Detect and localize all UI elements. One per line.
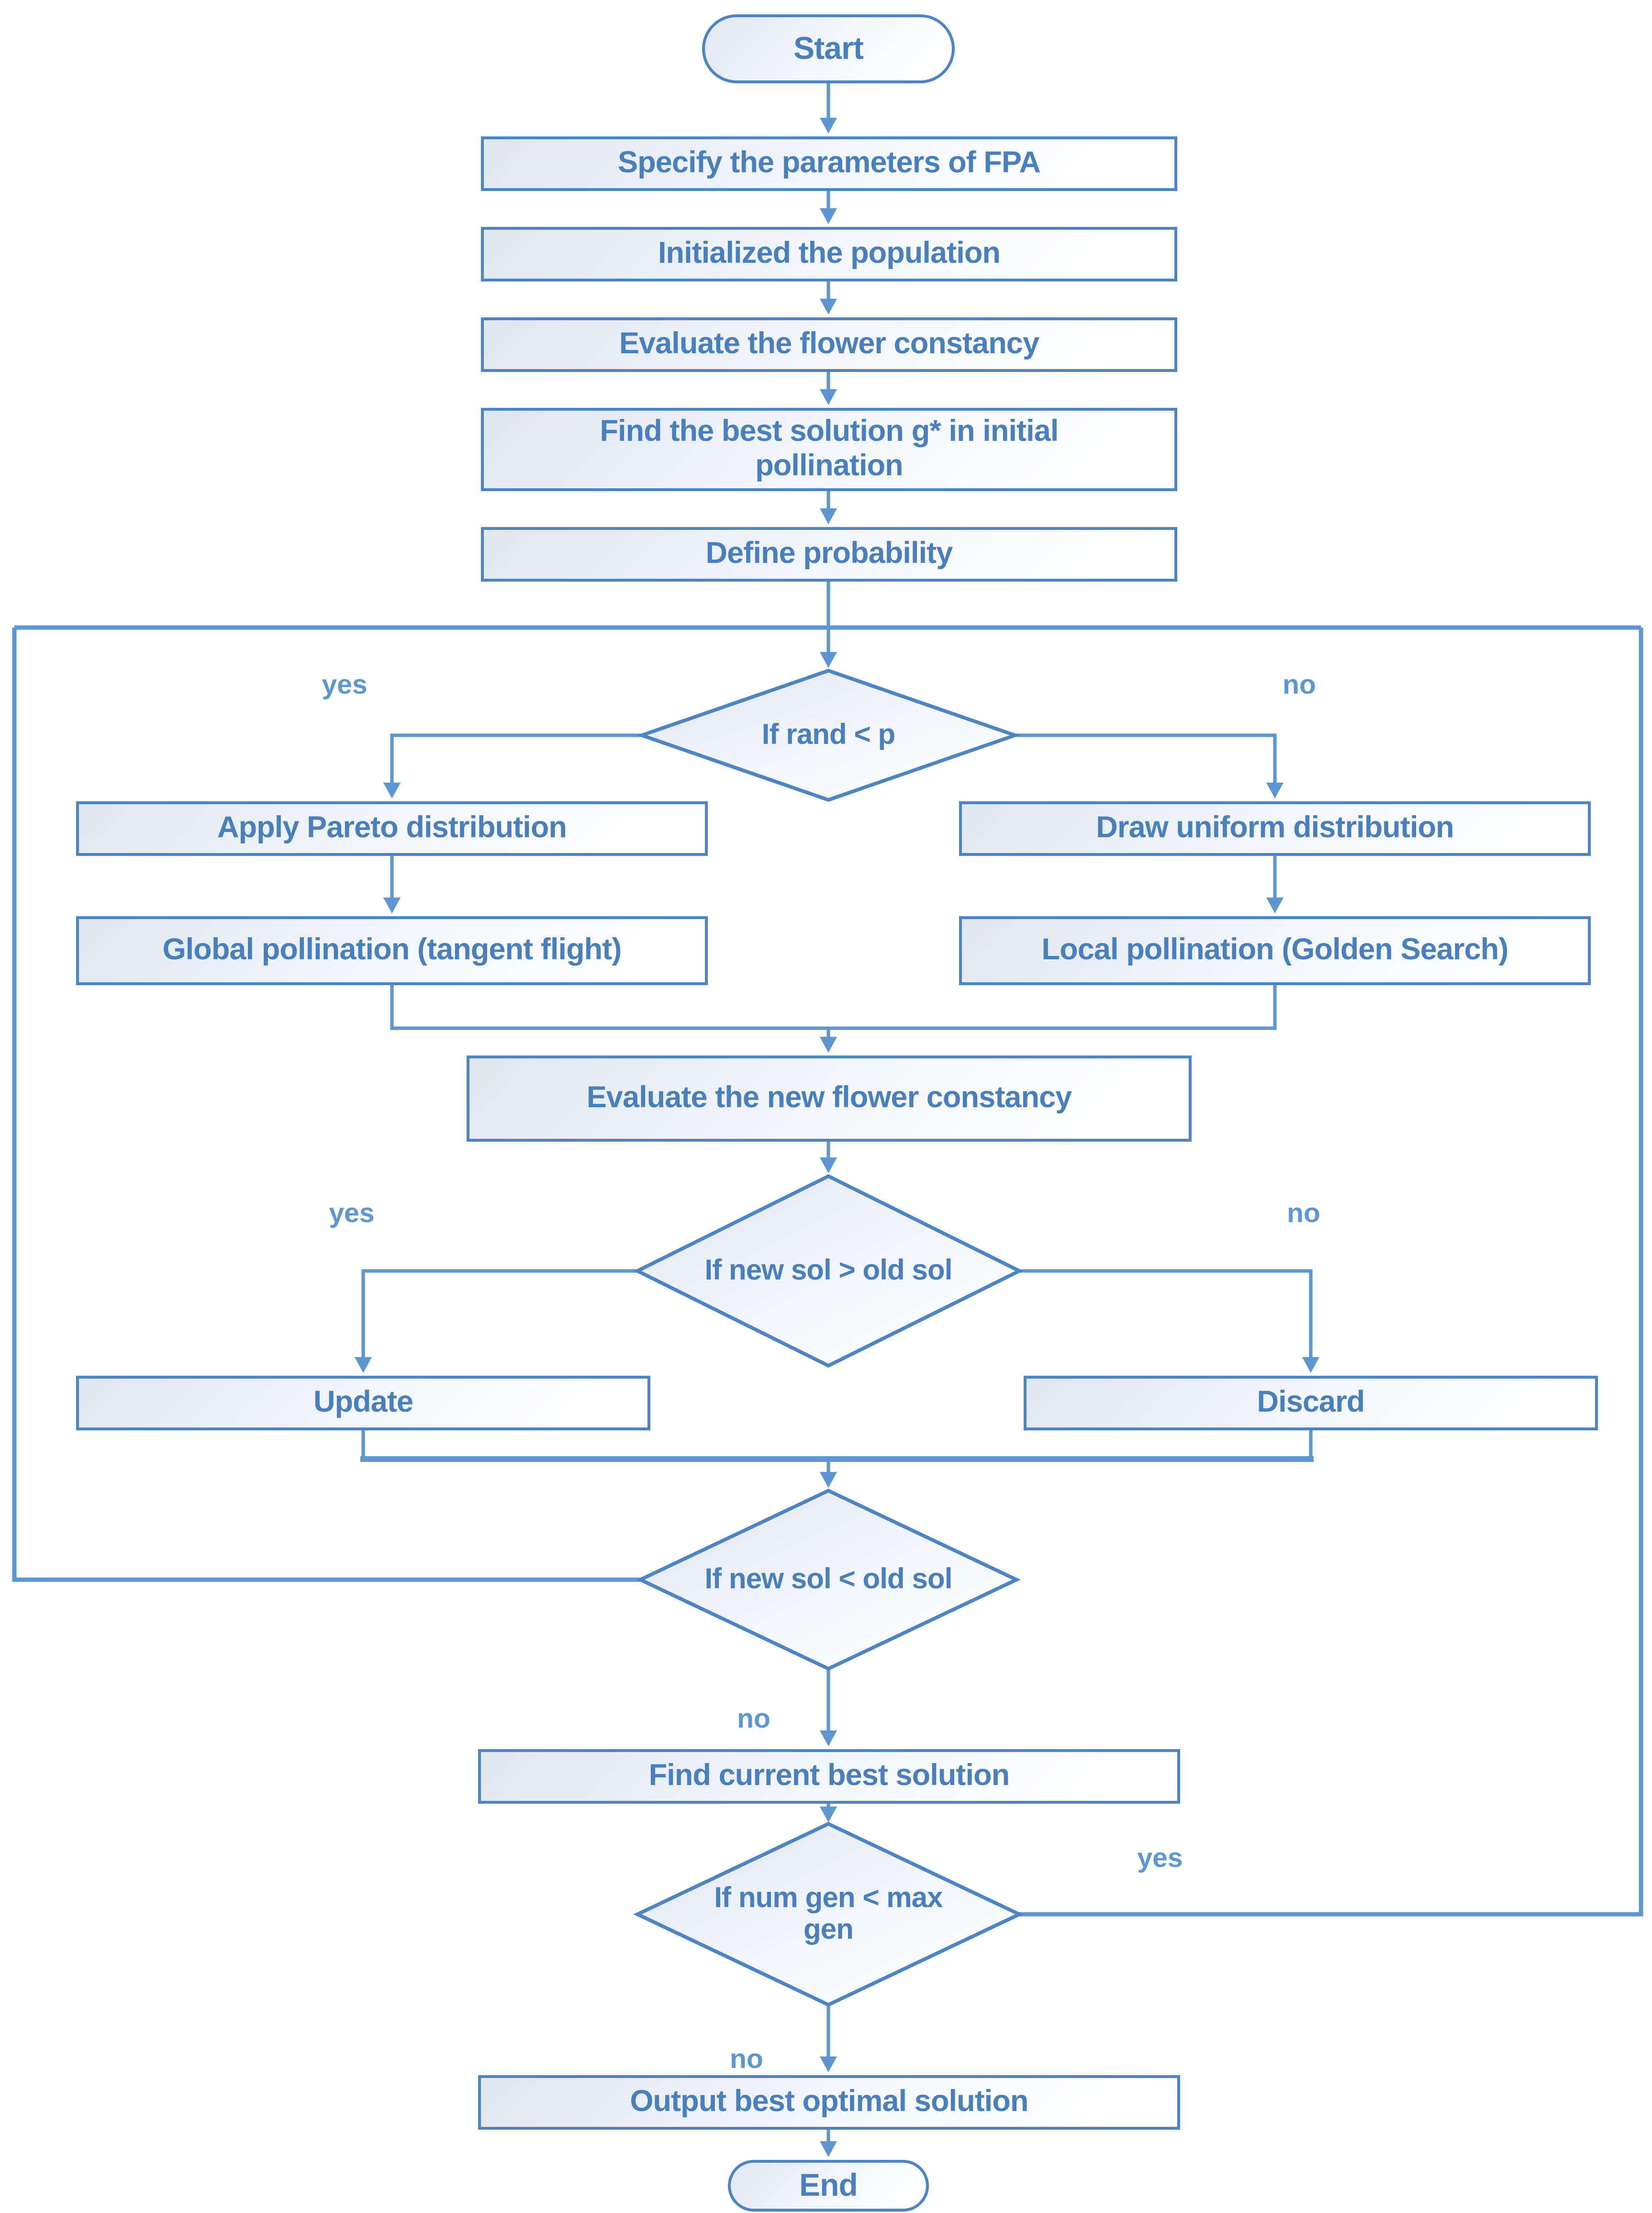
decision-diamond-num-gen bbox=[633, 1821, 1024, 2007]
decision-diamond-new-gt-old bbox=[633, 1174, 1024, 1368]
node-end-label: End bbox=[799, 2167, 858, 2203]
node-discard: Discard bbox=[1024, 1376, 1598, 1430]
node-initialize-population-label: Initialized the population bbox=[658, 237, 1001, 270]
decision-new-lt-old-label: If new sol < old sol bbox=[704, 1564, 952, 1595]
node-find-best-solution: Find the best solution g* in initial pol… bbox=[481, 408, 1177, 491]
node-evaluate-constancy-label: Evaluate the flower constancy bbox=[619, 327, 1039, 361]
node-local-pollination-label: Local pollination (Golden Search) bbox=[1041, 933, 1509, 967]
node-draw-uniform-label: Draw uniform distribution bbox=[1096, 811, 1454, 845]
edge-label-rand-yes: yes bbox=[322, 671, 368, 701]
node-start-label: Start bbox=[793, 30, 864, 66]
edge-label-num-gen-yes: yes bbox=[1137, 1844, 1183, 1874]
edge-label-num-gen-no: no bbox=[730, 2045, 763, 2075]
decision-diamond-new-lt-old bbox=[636, 1488, 1021, 1671]
node-end: End bbox=[728, 2160, 929, 2212]
edge-label-new-lt-no: no bbox=[737, 1705, 770, 1735]
edge-newgt-no-to-discard bbox=[1019, 1269, 1319, 1373]
node-output-best-label: Output best optimal solution bbox=[630, 2085, 1028, 2119]
node-find-current-best-label: Find current best solution bbox=[648, 1759, 1010, 1793]
decision-num-gen-label: If num gen < max gen bbox=[714, 1883, 943, 1946]
node-apply-pareto: Apply Pareto distribution bbox=[76, 801, 708, 856]
edge-label-new-gt-no: no bbox=[1287, 1199, 1320, 1229]
edge-label-rand-no: no bbox=[1283, 671, 1316, 701]
node-evaluate-constancy: Evaluate the flower constancy bbox=[481, 317, 1177, 372]
edge-newgt-yes-to-update bbox=[355, 1269, 637, 1373]
decision-diamond-rand bbox=[636, 669, 1021, 802]
node-discard-label: Discard bbox=[1257, 1386, 1365, 1419]
edge-rand-yes-to-pareto bbox=[383, 733, 642, 798]
node-evaluate-new-constancy-label: Evaluate the new flower constancy bbox=[586, 1081, 1072, 1115]
node-apply-pareto-label: Apply Pareto distribution bbox=[217, 811, 567, 845]
edge-label-new-gt-yes: yes bbox=[329, 1199, 375, 1229]
node-draw-uniform: Draw uniform distribution bbox=[959, 801, 1591, 856]
node-global-pollination: Global pollination (tangent flight) bbox=[76, 916, 708, 985]
node-initialize-population: Initialized the population bbox=[481, 227, 1177, 281]
edge-local-to-merge bbox=[828, 985, 1277, 1030]
node-find-best-solution-label: Find the best solution g* in initial pol… bbox=[600, 416, 1059, 483]
node-global-pollination-label: Global pollination (tangent flight) bbox=[162, 933, 622, 967]
node-find-current-best: Find current best solution bbox=[478, 1749, 1180, 1804]
node-update-label: Update bbox=[313, 1386, 413, 1419]
node-output-best: Output best optimal solution bbox=[478, 2075, 1180, 2130]
node-define-probability: Define probability bbox=[481, 527, 1177, 582]
node-local-pollination: Local pollination (Golden Search) bbox=[959, 916, 1591, 985]
decision-new-gt-old-label: If new sol > old sol bbox=[704, 1255, 952, 1287]
node-specify-parameters-label: Specify the parameters of FPA bbox=[617, 146, 1041, 180]
node-update: Update bbox=[76, 1376, 650, 1430]
loop-left-new-lt-old bbox=[12, 628, 640, 1582]
node-specify-parameters: Specify the parameters of FPA bbox=[481, 136, 1177, 191]
loop-right-num-gen-yes bbox=[1019, 628, 1643, 1917]
node-evaluate-new-constancy: Evaluate the new flower constancy bbox=[467, 1056, 1192, 1142]
edge-global-to-merge bbox=[390, 985, 828, 1030]
node-define-probability-label: Define probability bbox=[705, 537, 953, 571]
edge-rand-no-to-uniform bbox=[1015, 733, 1284, 798]
node-start: Start bbox=[702, 14, 955, 83]
decision-rand-label: If rand < p bbox=[761, 719, 895, 751]
